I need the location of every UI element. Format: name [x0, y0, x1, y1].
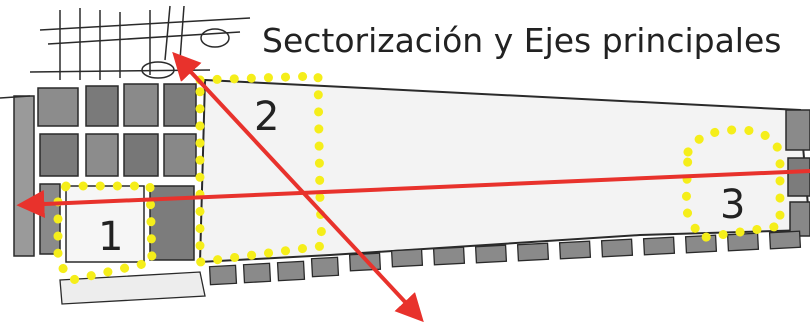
- street-sketch-top: [0, 5, 251, 99]
- city-blocks-right: [785, 109, 810, 237]
- main-axes: [16, 51, 810, 323]
- sector-3-label: 3: [720, 182, 745, 228]
- site-area: [198, 78, 810, 264]
- sector-2-label: 2: [254, 94, 279, 140]
- diagram-title: Sectorización y Ejes principales: [262, 21, 781, 60]
- sector-3-outline: [681, 125, 785, 243]
- axis-diagonal: [172, 51, 424, 323]
- sector-1-label: 1: [98, 214, 123, 260]
- sector-1-outline: [53, 181, 157, 286]
